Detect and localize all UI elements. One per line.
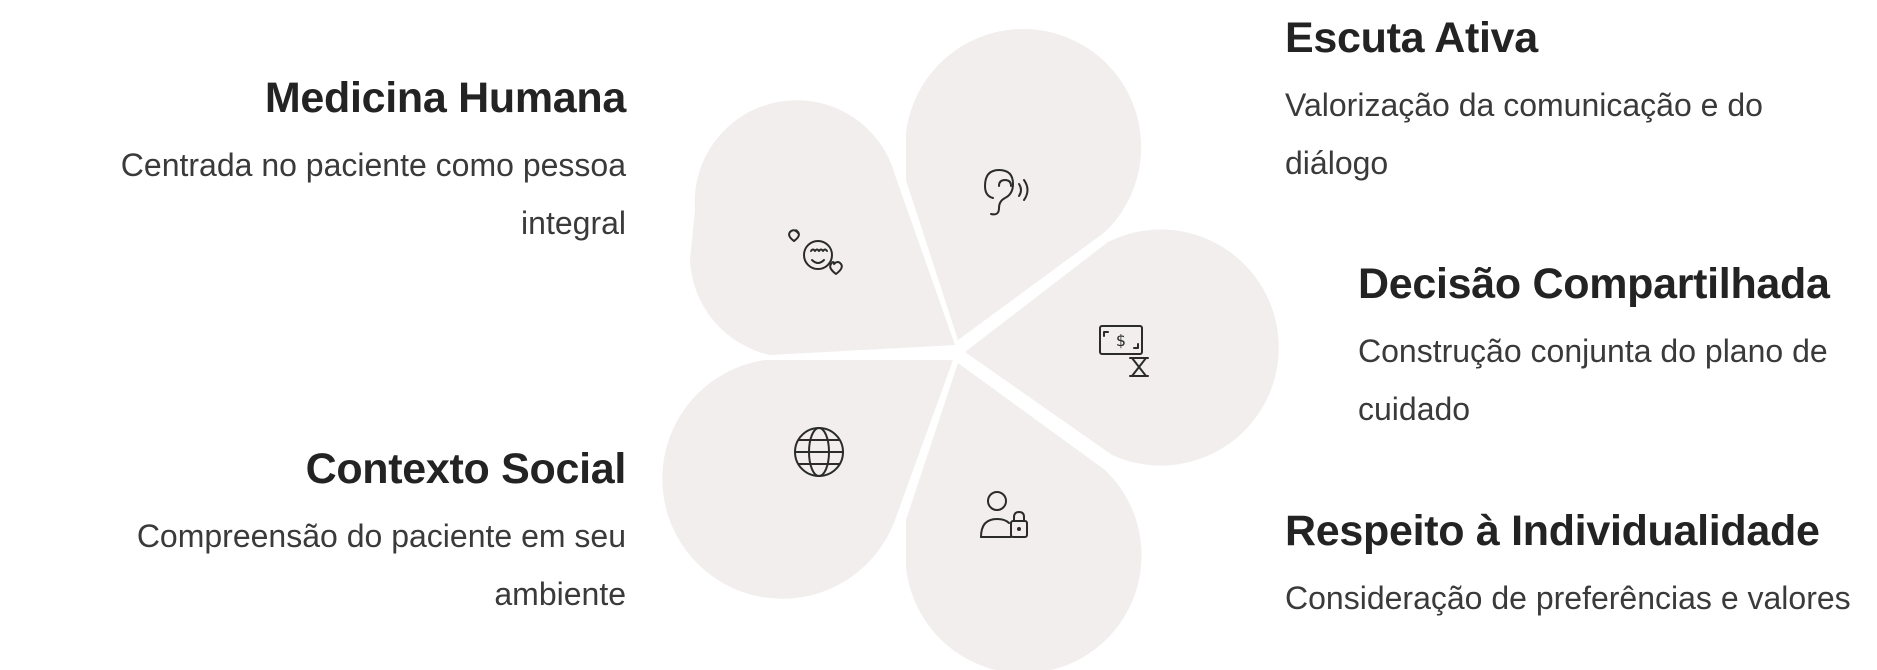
item-contexto-social: Contexto Social Compreensão do paciente … — [18, 443, 626, 623]
item-description: Consideração de preferências e valores — [1285, 580, 1851, 616]
item-decisao-compartilhada: Decisão Compartilhada Construção conjunt… — [1358, 258, 1858, 438]
item-description: Construção conjunta do plano de cuidado — [1358, 333, 1828, 427]
user-lock-icon — [980, 491, 1028, 538]
heart-eyes-face-icon — [788, 229, 843, 275]
item-description: Centrada no paciente como pessoa integra… — [120, 147, 626, 241]
item-title: Escuta Ativa — [1285, 14, 1538, 62]
petal-escuta-ativa — [906, 28, 1142, 340]
petal-contexto-social — [662, 360, 953, 599]
svg-text:$: $ — [1116, 331, 1126, 350]
item-description: Compreensão do paciente em seu ambiente — [136, 518, 626, 612]
item-title: Decisão Compartilhada — [1358, 260, 1830, 308]
item-description: Valorização da comunicação e do diálogo — [1285, 87, 1763, 181]
petal-decisao-compartilhada — [965, 229, 1279, 466]
money-hourglass-icon: $ — [1099, 325, 1149, 377]
petal-medicina-humana — [690, 100, 955, 355]
item-title: Contexto Social — [305, 445, 627, 493]
item-title: Respeito à Individualidade — [1285, 507, 1820, 555]
globe-icon — [794, 427, 844, 477]
ear-sound-icon — [984, 169, 1029, 216]
item-title: Medicina Humana — [264, 74, 626, 122]
item-respeito-individualidade: Respeito à Individualidade Consideração … — [1285, 505, 1855, 627]
item-medicina-humana: Medicina Humana Centrada no paciente com… — [18, 72, 627, 252]
item-escuta-ativa: Escuta Ativa Valorização da comunicação … — [1285, 12, 1845, 192]
